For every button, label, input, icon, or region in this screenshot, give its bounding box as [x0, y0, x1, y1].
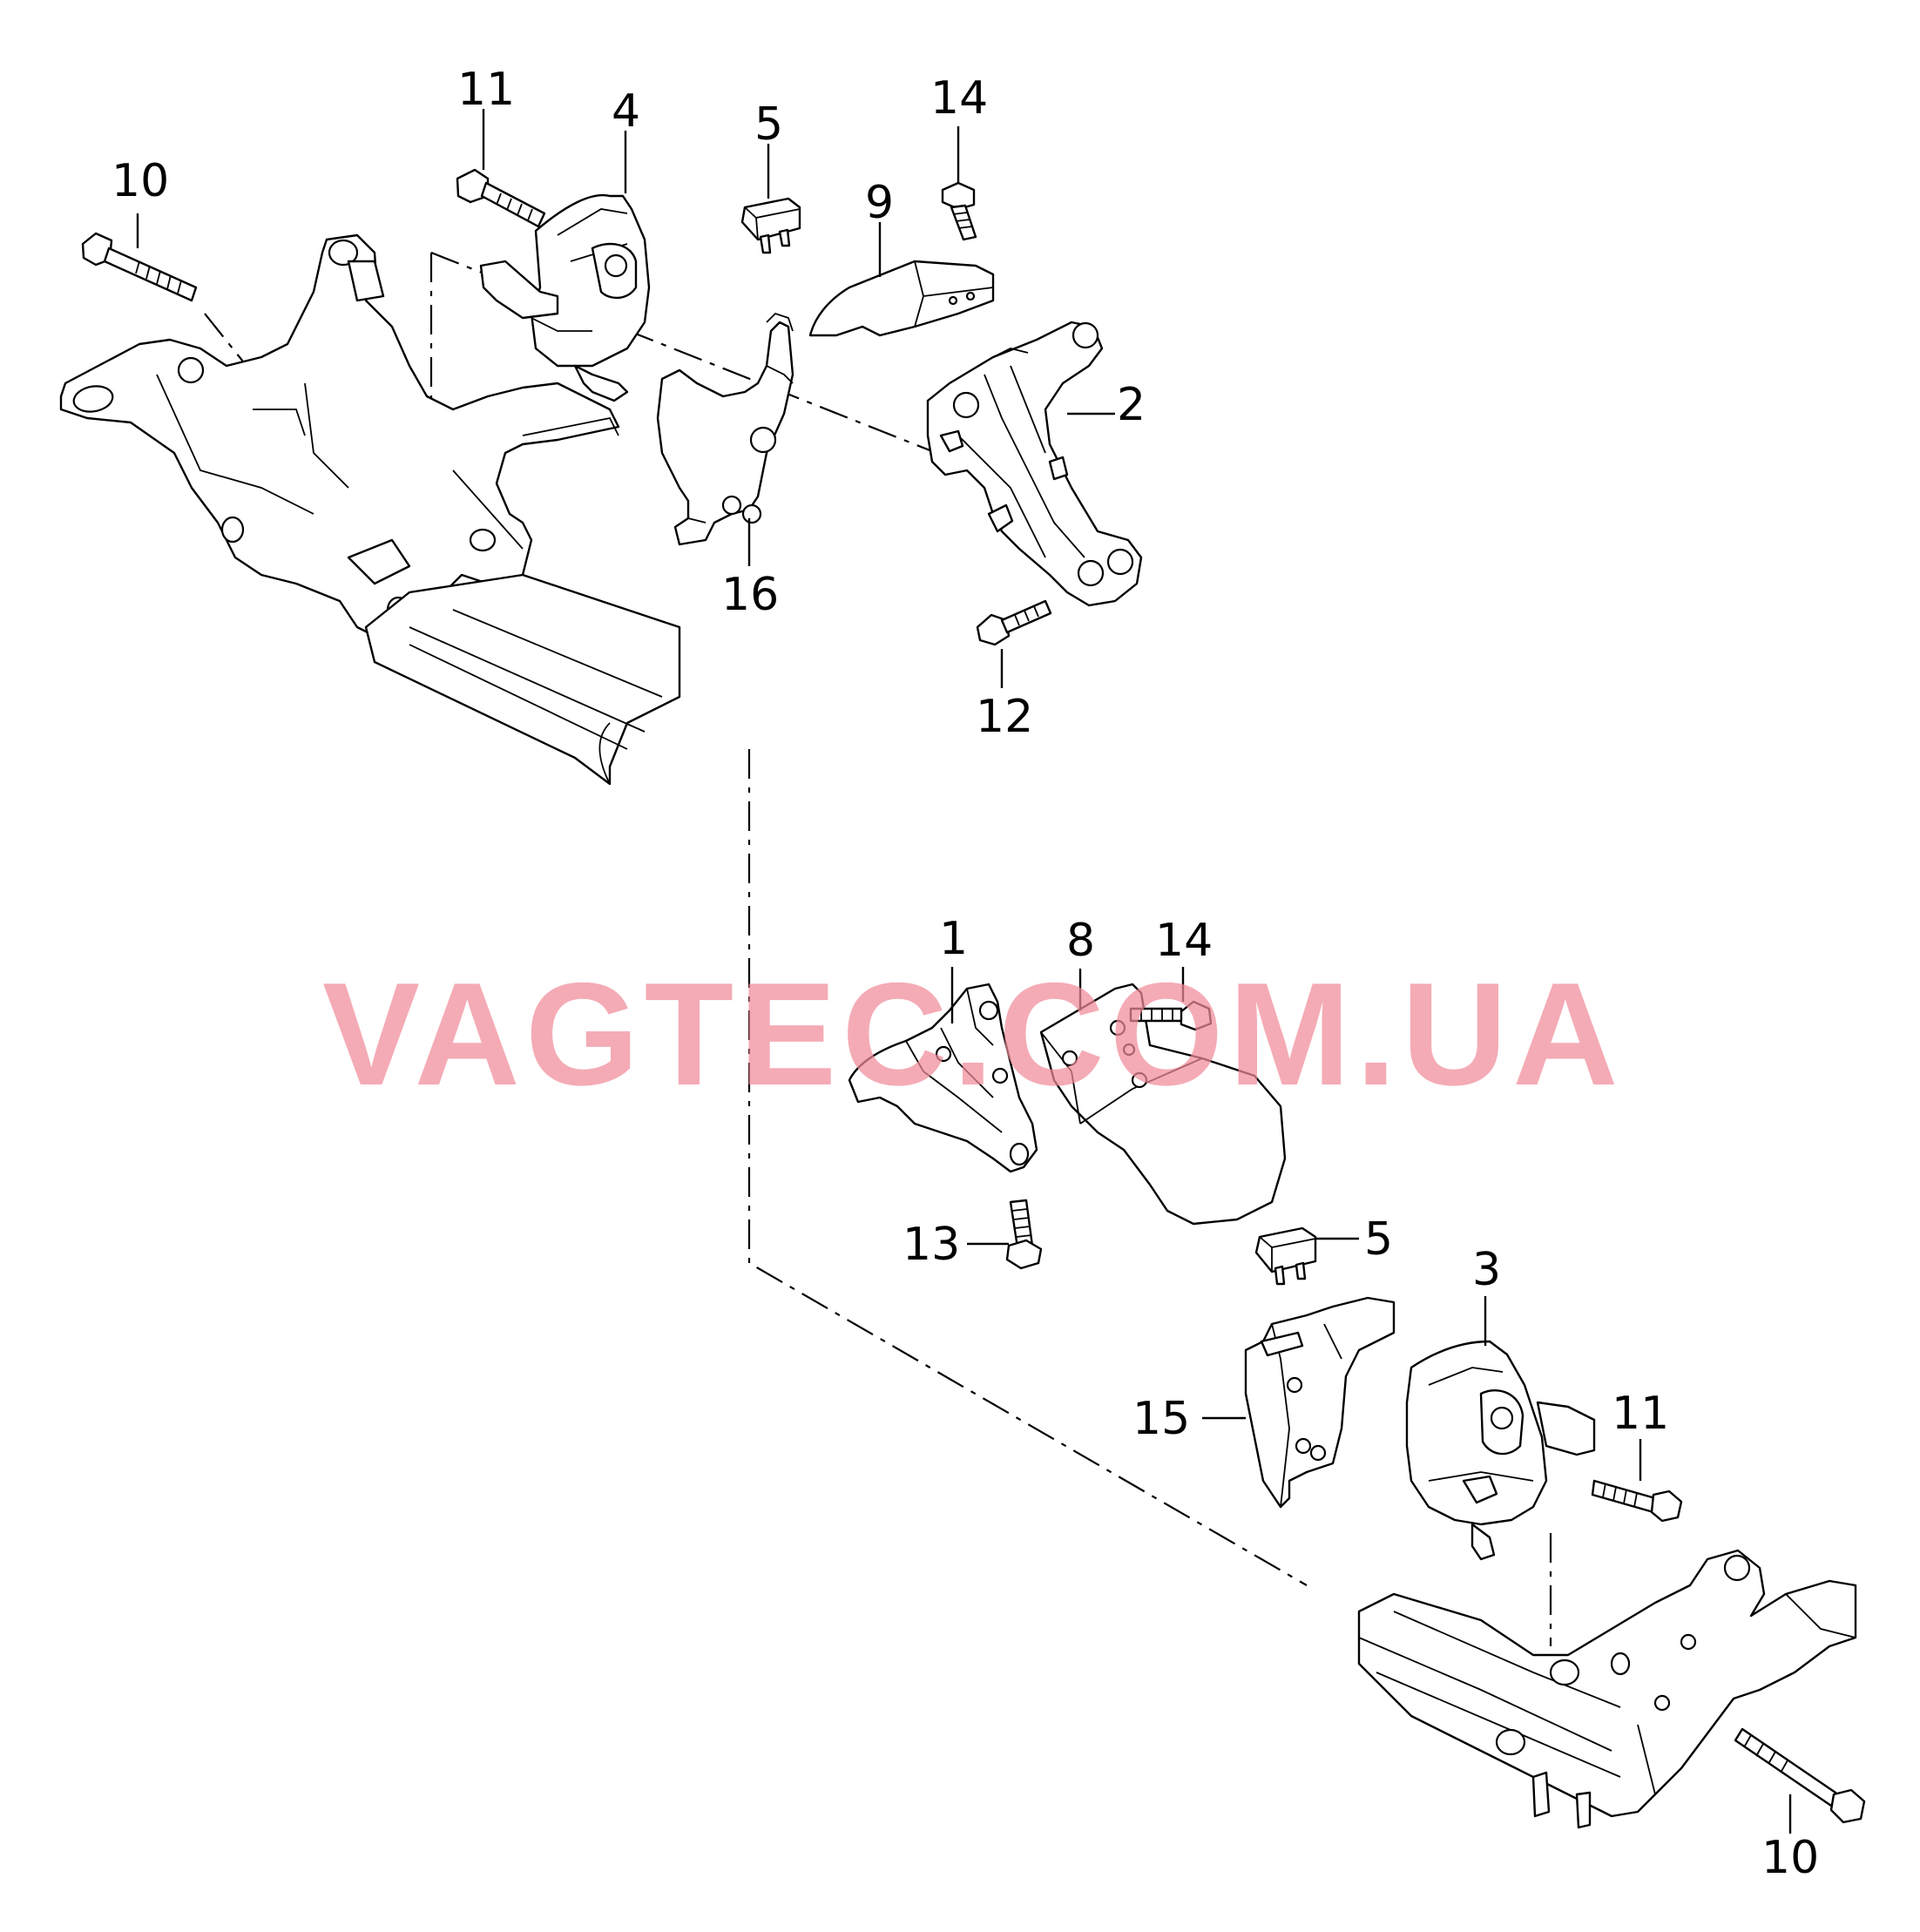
rubber-buffer-5-bottom: [1254, 1226, 1317, 1286]
bolt-12: [976, 599, 1052, 646]
engine-mount-3: [1405, 1340, 1596, 1561]
bracket-16: [656, 312, 794, 546]
gearbox-support-2: [926, 321, 1143, 607]
callout-10-bottom: 10: [1761, 1832, 1819, 1884]
callout-3: 3: [1472, 1244, 1501, 1296]
leader-lines: [136, 109, 1792, 1834]
callout-5-top: 5: [754, 98, 783, 151]
bolt-14-top: [941, 181, 977, 241]
bolt-10-bottom: [1734, 1727, 1866, 1824]
subframe-rear: [1357, 1549, 1857, 1829]
callout-13: 13: [903, 1219, 960, 1271]
bracket-15: [1244, 1296, 1396, 1509]
heat-shield-9: [808, 260, 995, 337]
bolt-11-top: [456, 168, 546, 228]
heat-shield-8: [1039, 983, 1287, 1226]
engine-mount-4: [479, 193, 651, 402]
callout-9: 9: [865, 177, 894, 229]
rubber-buffer-5-top: [740, 197, 801, 254]
bolt-10-top: [81, 232, 198, 302]
callout-14-middle: 14: [1155, 915, 1213, 967]
callout-11-bottom: 11: [1612, 1388, 1669, 1440]
callout-4: 4: [612, 85, 640, 138]
callout-5-bottom: 5: [1364, 1213, 1393, 1266]
callout-11-top: 11: [457, 64, 515, 116]
callout-numbers: 10 11 4 5 9 14 2 16 12 1 8 14 13 5 3 15 …: [112, 64, 1819, 1884]
callout-1: 1: [939, 913, 968, 965]
callout-10-top: 10: [112, 155, 169, 207]
callout-15: 15: [1132, 1393, 1190, 1445]
callout-16: 16: [721, 569, 779, 621]
watermark-text: VAGTEC.COM.UA: [322, 952, 1624, 1116]
subframe-front: [59, 233, 681, 786]
callout-2: 2: [1117, 379, 1146, 431]
bracket-1: [848, 983, 1038, 1173]
bolt-11-bottom: [1591, 1479, 1683, 1523]
callout-14-top: 14: [930, 72, 988, 125]
callout-8: 8: [1066, 915, 1095, 967]
callout-12: 12: [976, 691, 1033, 743]
bolt-14-middle: [1129, 1000, 1213, 1031]
bolt-13: [1005, 1199, 1043, 1270]
